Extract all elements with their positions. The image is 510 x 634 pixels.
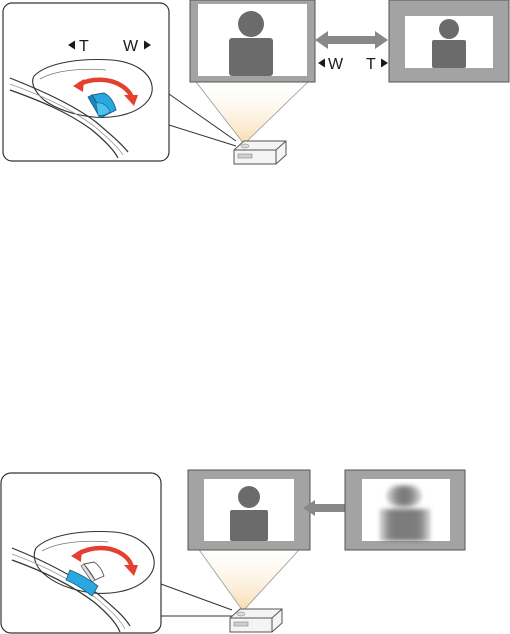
double-arrow-icon <box>315 31 388 49</box>
projector-icon <box>234 141 286 164</box>
projection-beam <box>192 540 308 611</box>
screen-tele <box>389 0 509 82</box>
zoom-diagram: T W <box>3 0 509 164</box>
focus-inset-callout <box>1 473 161 633</box>
arrow-tele-label: T <box>366 56 376 73</box>
wide-arrow-left-icon <box>318 59 325 68</box>
screen-focused <box>188 470 310 550</box>
inset-tele-label: T <box>79 38 89 55</box>
projector-icon <box>230 609 282 632</box>
inset-leader-line <box>161 584 232 610</box>
arrow-wide-label: W <box>328 56 344 73</box>
focus-diagram <box>1 470 465 633</box>
projection-beam <box>193 78 312 144</box>
screen-blurred <box>345 470 465 550</box>
screen-wide <box>190 0 315 82</box>
tele-arrow-right-icon <box>381 59 388 68</box>
inset-wide-label: W <box>123 38 139 55</box>
zoom-inset-callout: T W <box>3 3 169 161</box>
